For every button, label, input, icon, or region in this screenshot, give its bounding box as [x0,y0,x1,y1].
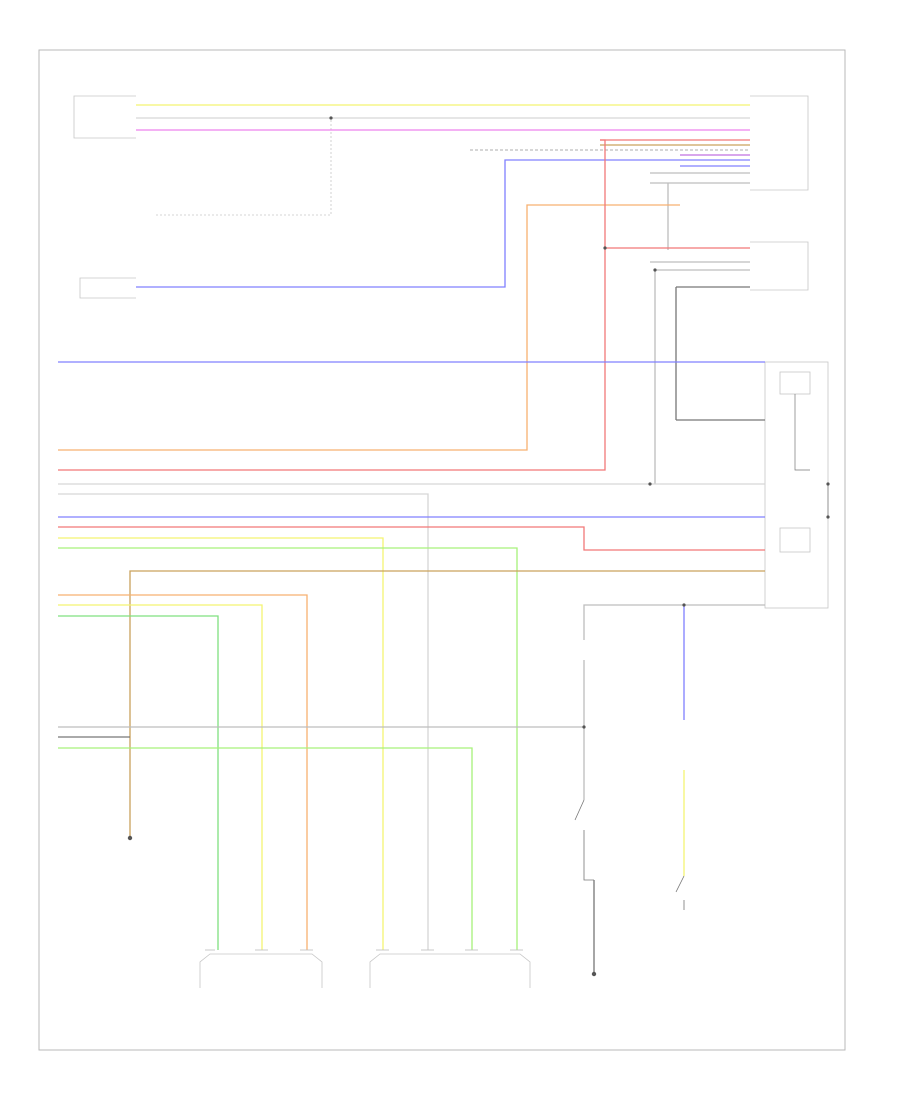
component-outlines [73,95,829,988]
splices [127,116,830,977]
wire-red-route [58,139,606,471]
splice [826,515,830,519]
splice [682,603,686,607]
switch-symbols [574,799,685,910]
transmission-ground-terminal [127,835,133,841]
pressure-sensor-outline [199,953,323,988]
wire-orange-route [58,204,680,451]
wire-yellow-down [58,537,384,950]
right-main-module-outline [764,361,829,609]
relay-box-outline [779,371,811,395]
wire-green-lower-left [58,747,473,950]
wire-internal-1 [794,394,810,471]
wire-blue-top-route [136,159,750,288]
position-sensor-outline [369,953,531,988]
wire-orange-pressure [58,594,308,950]
top-left-module-outline [73,95,136,139]
wire-white-down [58,493,429,950]
wire-black-down [675,286,750,420]
switch-two-contact [675,875,685,910]
inner-box-outline [779,527,811,553]
splice [826,482,830,486]
dashed-link-upper [155,120,332,216]
splice [329,116,333,120]
right-middle-module-outline [750,241,809,291]
switch-one-contact [574,799,594,881]
splice [653,268,657,272]
wire-green-down [58,547,518,950]
splice [648,482,652,486]
wire-gray-down-1 [654,269,750,484]
wire-yellow-pressure [58,604,263,950]
right-top-module-outline [750,95,809,191]
splice [582,725,586,729]
lower-left-module-outline [79,277,136,299]
wires [58,104,829,972]
wire-red-lower [58,526,765,551]
splice [603,246,607,250]
diagram-frame [38,49,846,1051]
wire-ltgreen-pressure [58,615,219,950]
ground-terminal [591,971,597,977]
wire-brown-main [129,570,765,836]
wire-gray-branch [650,182,750,250]
wire-gray-switch-top [583,604,765,640]
